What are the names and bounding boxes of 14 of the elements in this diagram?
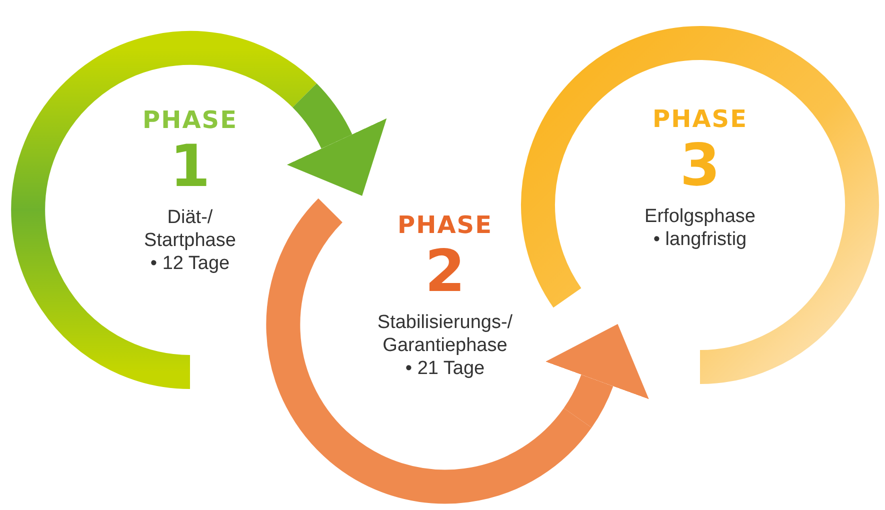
phase-description: Erfolgsphase — [644, 205, 756, 228]
phase-number: 1 — [170, 134, 210, 198]
phase-label: PHASE — [652, 105, 748, 133]
phase-label: PHASE — [398, 211, 492, 239]
phase-description: • 21 Tage — [404, 357, 486, 380]
phase-description: Stabilisierungs-/ Garantiephase — [376, 311, 514, 357]
phase-description: • langfristig — [652, 228, 748, 251]
arrow — [546, 324, 648, 428]
phase-number: 2 — [424, 239, 466, 303]
phase-number: 3 — [680, 133, 720, 197]
arrow — [288, 84, 386, 195]
phase-label: PHASE — [142, 106, 238, 134]
phase-description: • 12 Tage — [149, 252, 231, 275]
phase-description: Diät-/ Startphase — [143, 206, 237, 252]
